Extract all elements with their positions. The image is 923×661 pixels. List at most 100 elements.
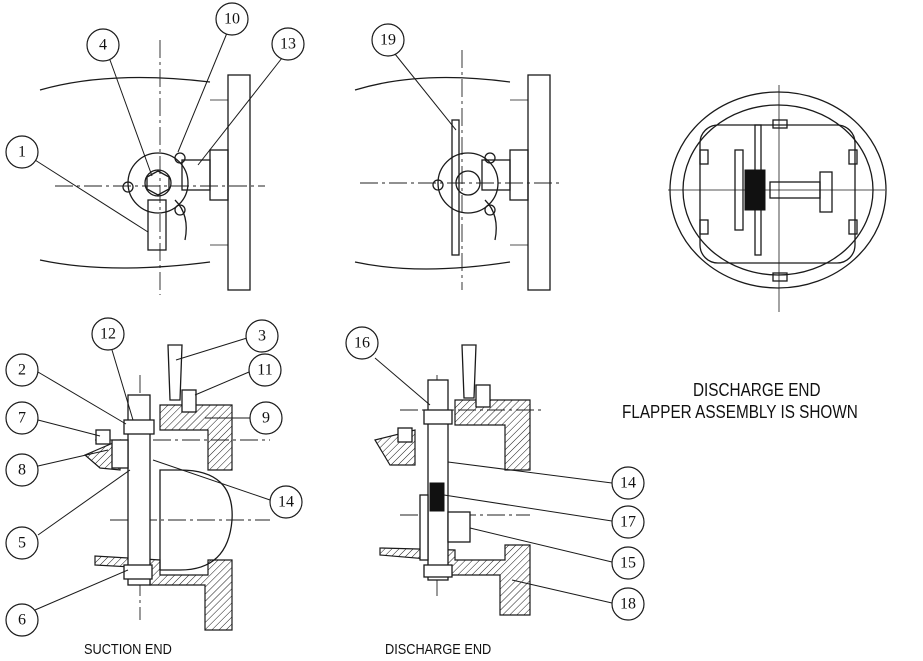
bearing-housing xyxy=(481,159,511,191)
leader-15 xyxy=(469,527,613,563)
callout-3: 3 xyxy=(245,319,279,353)
bearing-housing xyxy=(181,159,211,191)
shaft xyxy=(127,394,151,586)
spring-block xyxy=(744,169,766,211)
callout-12: 12 xyxy=(91,317,125,351)
svg-text:2: 2 xyxy=(18,362,26,379)
hub-inner xyxy=(144,169,172,197)
shaft-end xyxy=(123,564,153,580)
svg-text:12: 12 xyxy=(100,326,116,343)
bolt-hole xyxy=(484,152,496,164)
flapper-disk xyxy=(734,149,744,231)
leader-19 xyxy=(394,53,457,131)
bolt-hole xyxy=(174,152,186,164)
svg-text:13: 13 xyxy=(280,36,296,53)
top-right-flapper-view xyxy=(668,85,887,312)
callout-8: 8 xyxy=(5,453,39,487)
leader-17 xyxy=(443,494,613,522)
callout-1: 1 xyxy=(5,135,39,169)
flange-boss xyxy=(209,149,229,201)
callout-14-suction: 14 xyxy=(269,485,303,519)
lever xyxy=(461,344,477,399)
leader-14a xyxy=(152,459,271,501)
bolt xyxy=(181,389,197,413)
shaft xyxy=(427,379,449,581)
leader-7 xyxy=(37,419,101,437)
svg-text:5: 5 xyxy=(18,535,26,552)
callout-19: 19 xyxy=(371,23,405,57)
leader-lines xyxy=(34,32,613,611)
top-left-end-view xyxy=(39,40,265,295)
svg-text:14: 14 xyxy=(278,494,294,511)
leader-6 xyxy=(34,569,129,611)
lever-arm xyxy=(147,199,167,251)
svg-text:9: 9 xyxy=(262,410,270,427)
leader-12 xyxy=(111,349,134,421)
bottom-middle-section-view xyxy=(374,344,545,616)
hub-outer xyxy=(437,152,499,214)
body-outline-top xyxy=(354,76,511,91)
leader-16 xyxy=(374,357,431,406)
leader-1 xyxy=(34,159,149,233)
svg-text:19: 19 xyxy=(380,32,396,49)
leader-13 xyxy=(197,57,283,166)
svg-text:14: 14 xyxy=(620,475,636,492)
leader-10 xyxy=(177,32,228,153)
flange xyxy=(227,74,251,291)
spring xyxy=(484,199,497,241)
caption-suction-end: SUCTION END xyxy=(84,641,172,658)
bolt-hole xyxy=(122,181,134,193)
lower-flange-section xyxy=(379,544,531,616)
hex-nut xyxy=(146,170,170,196)
body-outline-top xyxy=(39,76,211,91)
slot xyxy=(848,149,858,165)
svg-text:18: 18 xyxy=(620,596,636,613)
caption-discharge-end: DISCHARGE END xyxy=(385,641,492,658)
slot xyxy=(699,149,709,165)
leader-11 xyxy=(194,371,250,396)
shaft-end xyxy=(423,564,453,578)
hub-inner xyxy=(455,170,481,196)
flapper-plate xyxy=(451,119,460,256)
bolt-hole xyxy=(432,179,444,191)
svg-text:7: 7 xyxy=(18,410,26,427)
callout-5: 5 xyxy=(5,526,39,560)
callout-17: 17 xyxy=(611,505,645,539)
flapper-disc xyxy=(159,469,233,571)
bearing xyxy=(111,439,129,469)
lower-flange-section xyxy=(94,555,233,631)
svg-text:6: 6 xyxy=(18,612,26,629)
bottom-left-section-view xyxy=(83,344,270,631)
callout-4: 4 xyxy=(86,28,120,62)
caption-flapper-line1: DISCHARGE END xyxy=(693,380,821,400)
flange-boss xyxy=(509,149,529,201)
slot xyxy=(772,272,788,282)
leader-14b xyxy=(447,461,613,484)
svg-text:8: 8 xyxy=(18,462,26,479)
body-outline-bottom xyxy=(39,259,211,269)
top-middle-end-view xyxy=(354,50,560,291)
leader-4 xyxy=(109,59,153,177)
callout-10: 10 xyxy=(215,2,249,36)
frame xyxy=(699,124,856,264)
leader-8 xyxy=(37,449,109,467)
shaft-collar xyxy=(123,419,155,435)
housing-section xyxy=(454,399,531,471)
housing-section xyxy=(159,404,233,471)
callout-13: 13 xyxy=(271,27,305,61)
caption-flapper-line2: FLAPPER ASSEMBLY IS SHOWN xyxy=(622,402,858,422)
callout-11: 11 xyxy=(248,353,282,387)
lever xyxy=(167,344,183,401)
bolt xyxy=(475,384,491,408)
svg-text:1: 1 xyxy=(18,144,26,161)
callout-2: 2 xyxy=(5,353,39,387)
slot xyxy=(772,119,788,129)
svg-text:16: 16 xyxy=(354,335,370,352)
callout-14-discharge: 14 xyxy=(611,466,645,500)
callout-6: 6 xyxy=(5,603,39,637)
flapper-stop xyxy=(447,511,471,543)
body-wall-section xyxy=(83,439,121,471)
flange xyxy=(527,74,551,291)
